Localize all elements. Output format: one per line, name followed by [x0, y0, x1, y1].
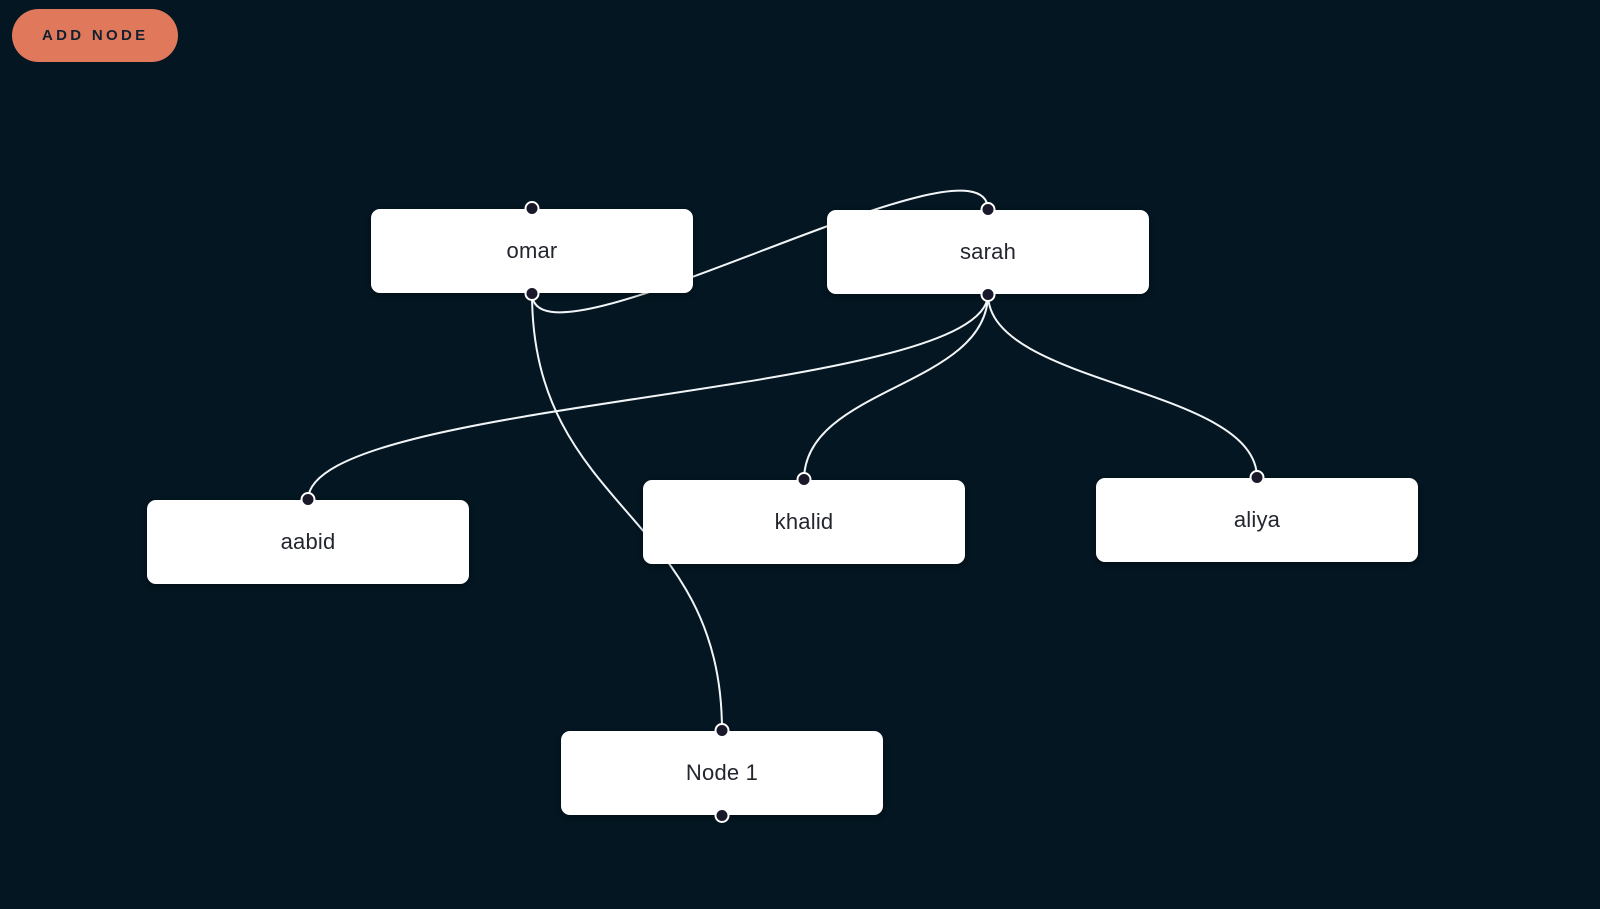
flow-node-aabid[interactable]: aabid [147, 492, 469, 584]
edge-sarah-aliya[interactable] [987, 293, 1258, 479]
node-handle-top[interactable] [300, 492, 316, 507]
node-handle-bottom[interactable] [714, 808, 730, 823]
node-handle-bottom[interactable] [980, 287, 996, 302]
node-label: sarah [959, 239, 1017, 264]
add-node-button[interactable]: ADD NODE [12, 9, 179, 62]
node-label: aliya [1233, 507, 1281, 532]
node-handle-top[interactable] [980, 202, 996, 217]
flow-node-khalid[interactable]: khalid [643, 472, 965, 564]
flow-node-omar[interactable]: omar [371, 201, 693, 301]
node-label: Node 1 [685, 760, 759, 785]
edge-omar-node1[interactable] [531, 292, 723, 732]
node-handle-bottom[interactable] [524, 286, 540, 301]
node-handle-top[interactable] [796, 472, 812, 487]
node-handle-top[interactable] [714, 723, 730, 738]
node-handle-top[interactable] [1249, 470, 1265, 485]
edge-sarah-aabid[interactable] [307, 293, 989, 501]
flow-node-sarah[interactable]: sarah [827, 202, 1149, 302]
node-label: aabid [280, 529, 336, 554]
node-handle-top[interactable] [524, 201, 540, 216]
edge-omar-sarah[interactable] [531, 189, 989, 314]
node-label: khalid [774, 509, 834, 534]
flow-node-aliya[interactable]: aliya [1096, 470, 1418, 562]
node-label: omar [506, 238, 558, 263]
flow-node-node1[interactable]: Node 1 [561, 723, 883, 823]
edge-sarah-khalid[interactable] [803, 293, 989, 481]
